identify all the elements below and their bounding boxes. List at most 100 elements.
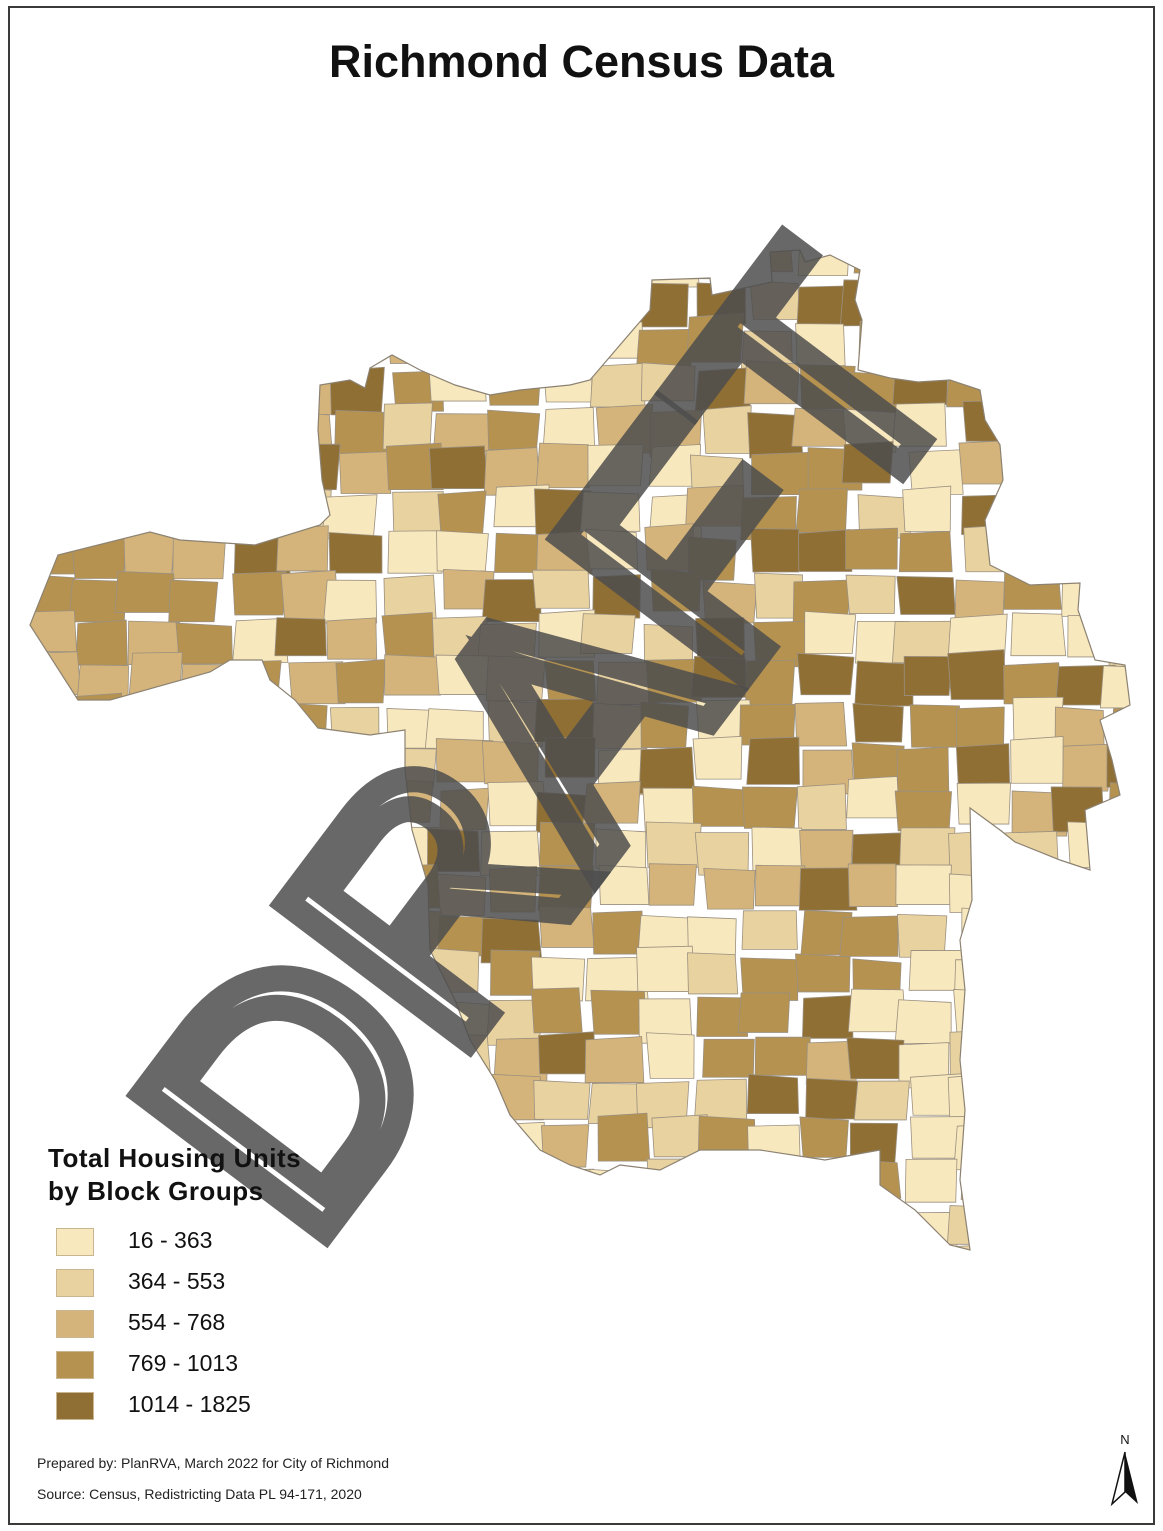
- block-group: [1009, 275, 1063, 318]
- block-group: [956, 706, 1005, 750]
- map-title: Richmond Census Data: [328, 36, 835, 87]
- block-group: [947, 649, 1007, 700]
- block-group: [544, 737, 596, 778]
- block-group: [1003, 1073, 1052, 1114]
- block-group: [1115, 1033, 1130, 1078]
- block-group: [228, 1078, 287, 1125]
- block-group: [30, 948, 77, 992]
- block-group: [1106, 742, 1130, 788]
- block-group: [587, 250, 636, 288]
- block-group: [431, 250, 489, 287]
- block-group: [1065, 1080, 1116, 1123]
- block-group: [75, 1043, 130, 1086]
- block-group: [1001, 250, 1051, 281]
- block-group: [1005, 1164, 1059, 1210]
- block-group: [587, 317, 644, 359]
- block-group: [333, 1245, 391, 1250]
- block-group: [334, 825, 393, 868]
- block-group: [592, 574, 641, 619]
- block-group: [795, 953, 851, 993]
- block-group: [378, 952, 432, 999]
- block-group: [1059, 531, 1121, 578]
- block-group: [484, 321, 541, 367]
- legend-swatch: [56, 1228, 94, 1256]
- block-group: [1099, 665, 1130, 709]
- block-group: [283, 370, 339, 415]
- block-group: [1007, 1202, 1065, 1245]
- block-group: [685, 484, 745, 527]
- block-group: [491, 281, 542, 326]
- block-group: [1067, 821, 1127, 869]
- block-group: [123, 1001, 181, 1046]
- block-group: [579, 613, 636, 654]
- block-group: [329, 706, 380, 750]
- block-group: [1063, 1167, 1118, 1210]
- block-group: [694, 832, 750, 876]
- block-group: [579, 491, 641, 532]
- block-group: [595, 828, 647, 869]
- block-group: [794, 702, 848, 747]
- block-group: [487, 409, 541, 451]
- block-group: [486, 1206, 537, 1249]
- block-group: [894, 999, 952, 1044]
- block-group: [232, 617, 289, 663]
- north-arrow-icon: N: [1108, 1432, 1142, 1510]
- block-group: [1013, 484, 1071, 526]
- block-group: [430, 1247, 488, 1250]
- block-group: [70, 744, 129, 787]
- block-group: [802, 995, 854, 1039]
- legend-item: 364 - 553: [56, 1263, 301, 1304]
- block-group: [126, 708, 178, 750]
- block-group: [636, 945, 695, 992]
- block-group: [597, 1112, 651, 1162]
- block-group: [118, 902, 173, 947]
- block-group: [223, 365, 272, 406]
- block-group: [483, 250, 542, 290]
- block-group: [948, 830, 1003, 880]
- block-group: [329, 366, 385, 416]
- block-group: [582, 781, 641, 824]
- block-group: [332, 866, 388, 910]
- legend-item: 16 - 363: [56, 1222, 301, 1263]
- block-group: [115, 317, 166, 361]
- block-group: [273, 914, 329, 956]
- block-group: [279, 789, 337, 836]
- block-group: [322, 910, 377, 957]
- block-group: [595, 403, 654, 454]
- block-group: [690, 656, 747, 698]
- block-group: [585, 528, 639, 570]
- legend-label: 1014 - 1825: [128, 1391, 251, 1417]
- block-group: [542, 357, 593, 403]
- block-group: [172, 531, 227, 580]
- block-group: [590, 989, 647, 1035]
- block-group: [638, 282, 689, 328]
- block-group: [1118, 869, 1130, 914]
- north-label: N: [1120, 1432, 1130, 1447]
- block-group: [169, 865, 230, 905]
- block-group: [1112, 990, 1130, 1030]
- block-group: [179, 704, 238, 744]
- block-group: [329, 1071, 381, 1117]
- block-group: [1058, 911, 1114, 956]
- block-group: [75, 989, 131, 1035]
- block-group: [1116, 821, 1130, 864]
- block-group: [946, 362, 1005, 408]
- block-group: [909, 704, 960, 748]
- block-group: [74, 955, 133, 1001]
- block-group: [946, 1205, 1004, 1245]
- block-group: [76, 869, 126, 912]
- block-group: [1002, 830, 1059, 874]
- block-group: [384, 654, 441, 696]
- block-group: [331, 998, 383, 1038]
- block-group: [174, 1001, 229, 1043]
- block-group: [30, 823, 82, 865]
- block-group: [226, 319, 283, 361]
- block-group: [903, 655, 953, 696]
- block-group: [119, 405, 176, 452]
- block-group: [948, 873, 1001, 913]
- block-group: [61, 450, 119, 494]
- block-group: [433, 1123, 496, 1170]
- block-group: [72, 834, 125, 880]
- block-group: [1053, 1120, 1116, 1165]
